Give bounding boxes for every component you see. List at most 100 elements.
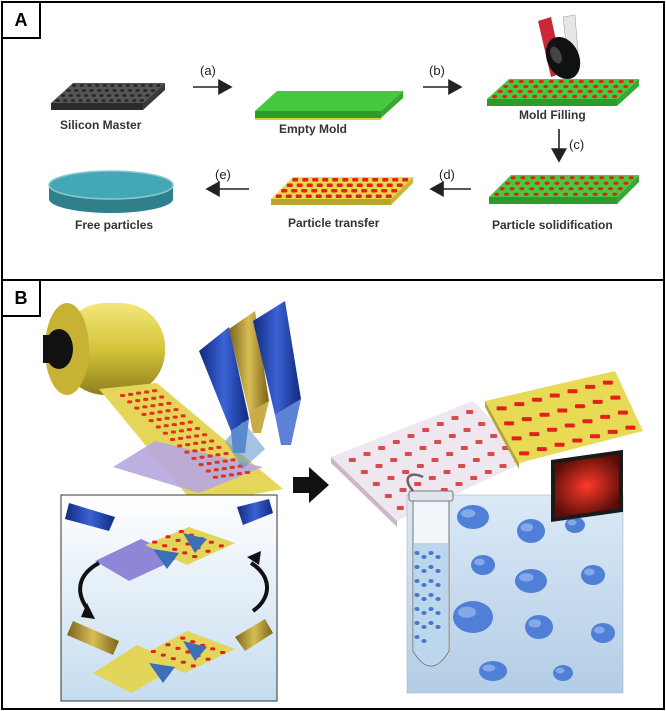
solid-particle <box>612 192 618 196</box>
inset-bottom-particle <box>150 649 156 653</box>
vial-particle <box>435 583 441 587</box>
particle-highlight <box>461 509 476 518</box>
solidification-plate <box>489 175 639 204</box>
master-post <box>68 94 73 97</box>
master-post <box>117 84 123 87</box>
gold-nozzle <box>229 311 269 433</box>
web-particle <box>156 417 162 421</box>
filled-cavity <box>507 89 513 94</box>
vial-particle <box>414 551 420 555</box>
inset-blue-nozzle-right <box>237 499 273 525</box>
web-particle <box>205 469 211 473</box>
inset-top-particle <box>218 544 224 548</box>
master-post <box>99 94 104 97</box>
master-post <box>124 99 129 102</box>
inset-bottom-particle <box>170 657 176 661</box>
particle-highlight <box>458 606 476 618</box>
transferred-particle <box>371 189 378 193</box>
web-particle <box>155 425 161 429</box>
solid-particle <box>564 181 570 185</box>
particle-highlight <box>567 519 577 526</box>
solid-particle <box>553 192 559 196</box>
filled-cavity <box>512 94 518 99</box>
particle-solidification-caption: Particle solidification <box>492 218 613 232</box>
solid-particle <box>558 187 564 191</box>
web-particle <box>134 406 140 410</box>
web-particle <box>178 436 184 440</box>
master-post <box>101 99 106 102</box>
cycle-arrow-right <box>249 561 269 613</box>
step-e-label: (e) <box>215 167 231 182</box>
filled-cavity <box>518 79 524 84</box>
web-particle <box>127 400 133 404</box>
transferred-particle <box>301 189 308 193</box>
solid-particle <box>562 192 569 196</box>
transferred-particle <box>372 178 379 182</box>
filled-cavity <box>532 94 538 99</box>
vial-particle <box>428 551 434 555</box>
array-left-particle <box>460 446 468 450</box>
inset-blue-nozzle-left <box>65 503 115 531</box>
array-right-particle <box>602 380 613 385</box>
master-post <box>81 89 87 92</box>
filled-cavity <box>548 79 554 84</box>
transferred-particle <box>325 194 332 198</box>
filled-cavity <box>567 89 573 94</box>
transferred-particle <box>351 189 358 193</box>
yellow-roller <box>43 303 165 395</box>
solid-particle <box>578 187 584 191</box>
particle-highlight <box>594 626 605 634</box>
roll-to-roll-illustration <box>43 301 643 702</box>
array-left-particle <box>499 464 507 468</box>
transferred-particle <box>391 189 398 193</box>
inset-top-particle <box>205 549 211 553</box>
inset-panel <box>60 494 278 702</box>
filled-cavity <box>582 94 588 99</box>
transferred-particle <box>356 183 363 187</box>
panel-b-label: B <box>3 281 41 317</box>
transferred-particle <box>365 194 372 198</box>
master-post <box>89 89 94 92</box>
big-right-arrow <box>293 467 329 503</box>
web-particle <box>228 473 234 477</box>
transferred-particle <box>382 178 389 182</box>
filled-cavity <box>588 79 594 84</box>
solid-particle <box>607 187 614 191</box>
web-particle <box>191 456 197 460</box>
inset-gold-nozzle-left <box>67 621 119 655</box>
mold-filling-plate <box>487 14 639 106</box>
solid-particle <box>593 181 599 185</box>
filled-cavity <box>547 89 553 94</box>
transferred-particle <box>321 189 328 193</box>
array-left-particle <box>414 482 422 486</box>
array-left-particle <box>378 446 386 450</box>
vial-particle <box>435 569 441 573</box>
filled-cavity <box>537 89 543 94</box>
master-post <box>112 89 117 92</box>
filled-cavity <box>552 94 558 99</box>
solid-particle <box>505 181 511 185</box>
vial-particle <box>435 555 441 559</box>
master-post <box>87 84 92 87</box>
array-right-particle <box>547 427 558 432</box>
filled-cavity <box>618 79 624 84</box>
particle-array-left <box>331 401 531 527</box>
empty-mold-plate <box>255 91 403 120</box>
solid-particle <box>579 176 585 180</box>
array-right-particle <box>511 436 522 441</box>
array-right-particle <box>582 419 593 424</box>
film-web <box>99 383 283 505</box>
solid-particle <box>509 187 515 191</box>
filled-cavity <box>623 84 629 89</box>
master-post <box>114 94 119 97</box>
array-right-particle <box>519 451 530 456</box>
web-particle <box>186 428 192 432</box>
filled-cavity <box>528 79 534 84</box>
filled-cavity <box>617 89 623 94</box>
filled-cavity <box>573 84 579 89</box>
array-left-particle <box>455 482 463 486</box>
solid-particle <box>520 176 526 180</box>
array-left-particle <box>384 494 392 498</box>
transferred-particle <box>316 183 323 187</box>
web-particle <box>244 470 250 474</box>
